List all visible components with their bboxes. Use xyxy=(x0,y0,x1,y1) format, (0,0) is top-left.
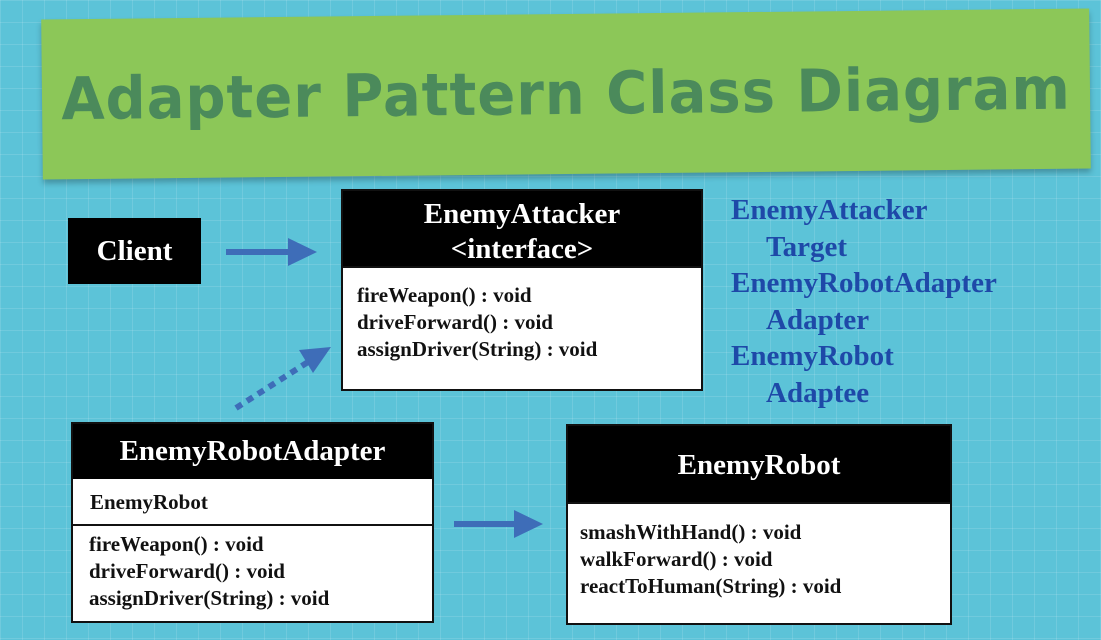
method-item: driveForward() : void xyxy=(89,559,285,583)
interface-methods: fireWeapon() : void driveForward() : voi… xyxy=(343,268,701,363)
legend-term: EnemyAttacker xyxy=(731,194,928,226)
adapter-box: EnemyRobotAdapter EnemyRobot fireWeapon(… xyxy=(71,422,434,623)
adapter-methods: fireWeapon() : void driveForward() : voi… xyxy=(73,526,432,612)
method-item: fireWeapon() : void xyxy=(89,532,264,556)
adapter-header: EnemyRobotAdapter xyxy=(73,424,432,479)
legend-term: EnemyRobotAdapter xyxy=(731,267,997,299)
interface-header: EnemyAttacker <interface> xyxy=(343,191,701,268)
method-item: assignDriver(String) : void xyxy=(357,337,598,361)
client-box: Client xyxy=(68,218,201,284)
role-legend: EnemyAttacker Target EnemyRobotAdapter A… xyxy=(731,192,997,411)
adapter-to-adaptee-arrow xyxy=(454,510,543,538)
legend-term: EnemyRobot xyxy=(731,340,894,372)
adaptee-box: EnemyRobot smashWithHand() : void walkFo… xyxy=(566,424,952,625)
method-item: driveForward() : void xyxy=(357,310,553,334)
interface-stereotype: <interface> xyxy=(450,233,594,265)
interface-box: EnemyAttacker <interface> fireWeapon() :… xyxy=(341,189,703,391)
legend-role: Target xyxy=(766,230,848,263)
adaptee-header: EnemyRobot xyxy=(568,426,950,504)
client-to-interface-arrow xyxy=(226,238,317,266)
method-item: walkForward() : void xyxy=(580,547,773,571)
method-item: smashWithHand() : void xyxy=(580,520,802,544)
adaptee-methods: smashWithHand() : void walkForward() : v… xyxy=(568,504,950,600)
method-item: fireWeapon() : void xyxy=(357,283,532,307)
legend-role: Adapter xyxy=(766,303,870,336)
interface-name: EnemyAttacker xyxy=(423,198,621,230)
realization-arrow xyxy=(234,347,331,411)
adapter-field: EnemyRobot xyxy=(73,479,432,526)
method-item: reactToHuman(String) : void xyxy=(580,574,842,598)
client-label: Client xyxy=(96,234,173,267)
method-item: assignDriver(String) : void xyxy=(89,586,330,610)
legend-role: Adaptee xyxy=(766,376,870,409)
